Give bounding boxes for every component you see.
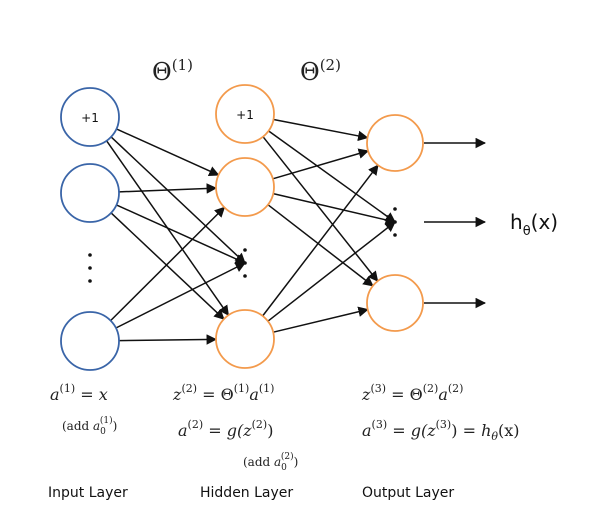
edge-input-2-to-hidden-1 bbox=[115, 262, 246, 329]
edge-input-0-to-hidden-0 bbox=[116, 128, 220, 176]
edge-hidden-1-to-output-1 bbox=[273, 192, 397, 225]
input-bias-node bbox=[60, 87, 120, 147]
output-eq-line2: a(3) = g(z(3)) = hθ(x) bbox=[362, 418, 520, 443]
output-node-k bbox=[366, 274, 424, 332]
hidden-eq-line2: a(2) = g(z(2)) bbox=[178, 418, 273, 440]
edge-hidden-0-to-output-2 bbox=[262, 136, 379, 282]
output-node-1 bbox=[366, 114, 424, 172]
edge-input-1-to-hidden-1 bbox=[116, 204, 246, 264]
output-ellipsis bbox=[393, 207, 397, 237]
input-ellipsis bbox=[88, 253, 92, 283]
edge-input-1-to-hidden-0 bbox=[118, 183, 218, 194]
theta2-label: Θ(2) bbox=[300, 56, 341, 86]
edge-hidden-0-to-output-1 bbox=[268, 130, 396, 223]
hidden-eq-line1: z(2) = Θ(1)a(1) bbox=[172, 382, 274, 404]
edge-hidden-2-to-output-1 bbox=[267, 221, 396, 322]
hidden-ellipsis bbox=[243, 248, 247, 278]
hidden-bias-label: +1 bbox=[236, 108, 254, 122]
edge-input-1-to-hidden-2 bbox=[110, 212, 225, 320]
input-layer-nodes: +1 bbox=[60, 87, 120, 371]
output-arrows bbox=[424, 137, 487, 309]
output-layer-nodes bbox=[366, 114, 424, 332]
output-layer-title: Output Layer bbox=[362, 485, 454, 501]
edge-input-2-to-hidden-0 bbox=[110, 206, 226, 322]
hidden-bias-node bbox=[215, 84, 275, 144]
input-node-n bbox=[60, 311, 120, 371]
edge-hidden-1-to-output-2 bbox=[267, 204, 374, 287]
input-node-1 bbox=[60, 163, 120, 223]
edge-hidden-2-to-output-0 bbox=[262, 164, 379, 317]
edge-hidden-0-to-output-0 bbox=[273, 118, 369, 142]
edge-input-0-to-hidden-1 bbox=[110, 136, 246, 264]
hidden-eq-note: (add a0(2)) bbox=[243, 451, 298, 473]
hidden-layer-nodes: +1 bbox=[215, 84, 275, 369]
input-eq-line1: a(1) = x bbox=[50, 382, 108, 404]
hidden-layer-title: Hidden Layer bbox=[200, 485, 293, 501]
connection-edges bbox=[105, 118, 397, 345]
edge-hidden-1-to-output-0 bbox=[272, 148, 370, 180]
output-eq-line1: z(3) = Θ(2)a(2) bbox=[361, 382, 463, 404]
input-bias-label: +1 bbox=[81, 111, 99, 125]
theta1-label: Θ(1) bbox=[152, 56, 193, 86]
input-eq-note: (add a0(1)) bbox=[62, 415, 117, 437]
edge-hidden-2-to-output-2 bbox=[273, 306, 369, 333]
hidden-node-1 bbox=[215, 157, 275, 217]
hidden-node-n bbox=[215, 309, 275, 369]
input-layer-title: Input Layer bbox=[48, 485, 128, 501]
hypothesis-label: hθ(x) bbox=[510, 210, 558, 239]
edge-input-2-to-hidden-2 bbox=[118, 334, 218, 345]
